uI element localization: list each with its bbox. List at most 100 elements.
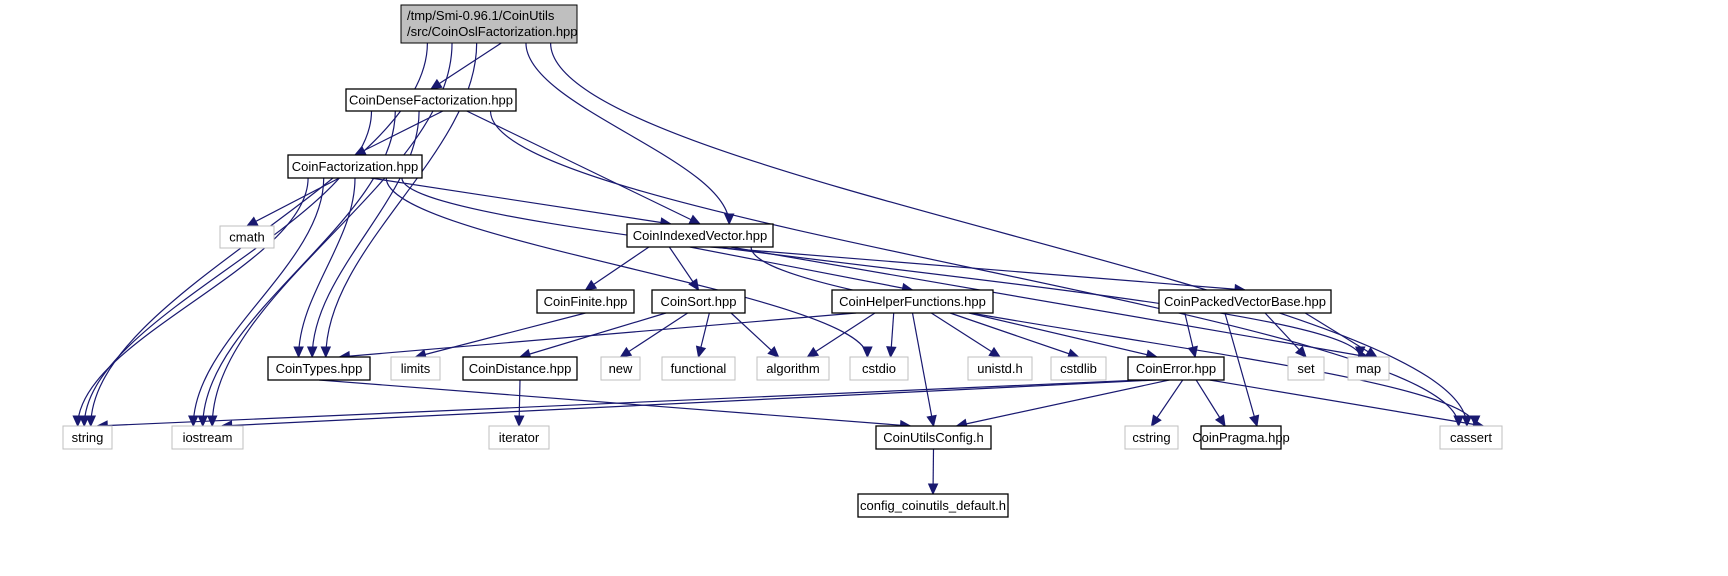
root-label-line-1: /tmp/Smi-0.96.1/CoinUtils <box>407 8 555 23</box>
node-cmath[interactable]: cmath <box>219 225 275 249</box>
node-box[interactable] <box>1050 356 1107 381</box>
node-config[interactable]: CoinUtilsConfig.h <box>875 425 992 450</box>
node-box[interactable] <box>462 356 578 381</box>
node-types[interactable]: CoinTypes.hpp <box>267 356 371 381</box>
node-limits[interactable]: limits <box>390 356 441 381</box>
node-box[interactable] <box>831 289 994 314</box>
node-set[interactable]: set <box>1287 356 1325 381</box>
node-label: CoinDenseFactorization.hpp <box>349 93 513 108</box>
node-box[interactable] <box>661 356 736 381</box>
node-box[interactable] <box>390 356 441 381</box>
node-box[interactable] <box>536 289 635 314</box>
node-box[interactable] <box>488 425 550 450</box>
arrowhead-icon <box>1249 414 1260 428</box>
node-iostream[interactable]: iostream <box>171 425 244 450</box>
node-box[interactable] <box>62 425 113 450</box>
node-cassert[interactable]: cassert <box>1439 425 1503 450</box>
node-box[interactable] <box>171 425 244 450</box>
node-box[interactable] <box>1124 425 1179 450</box>
node-label: limits <box>401 361 431 376</box>
root-node[interactable]: /tmp/Smi-0.96.1/CoinUtils /src/CoinOslFa… <box>400 4 578 44</box>
node-cstring[interactable]: cstring <box>1124 425 1179 450</box>
edge-helper-to-algorithm <box>807 312 876 358</box>
node-label: CoinPragma.hpp <box>1192 430 1290 445</box>
node-box[interactable] <box>219 225 275 249</box>
node-box[interactable] <box>1127 356 1225 381</box>
edge-sort-to-new <box>620 312 688 358</box>
node-label: algorithm <box>766 361 819 376</box>
arrowhead-icon <box>513 415 525 428</box>
edge-error-to-iostream <box>221 379 1156 427</box>
node-label: CoinSort.hpp <box>661 294 737 309</box>
node-helper[interactable]: CoinHelperFunctions.hpp <box>831 289 994 314</box>
node-label: cstdlib <box>1060 361 1097 376</box>
node-label: functional <box>671 361 727 376</box>
node-box[interactable] <box>756 356 830 381</box>
node-box[interactable] <box>1439 425 1503 450</box>
node-label: CoinDistance.hpp <box>469 361 572 376</box>
edge-sort-to-algorithm <box>730 312 780 358</box>
node-dense[interactable]: CoinDenseFactorization.hpp <box>345 88 517 112</box>
arrowhead-icon <box>1214 414 1226 428</box>
node-label: iterator <box>499 430 540 445</box>
edge-error-to-config <box>956 379 1170 427</box>
arrowhead-icon <box>72 415 83 428</box>
node-map[interactable]: map <box>1347 356 1390 381</box>
edge-indexed-to-cassert <box>750 246 1476 427</box>
arrowhead-icon <box>1294 345 1307 358</box>
node-algorithm[interactable]: algorithm <box>756 356 830 381</box>
edge-indexed-to-packed <box>710 246 1246 291</box>
node-finite[interactable]: CoinFinite.hpp <box>536 289 635 314</box>
node-label: string <box>72 430 104 445</box>
node-distance[interactable]: CoinDistance.hpp <box>462 356 578 381</box>
node-label: cassert <box>1450 430 1492 445</box>
edge-indexed-to-map <box>730 246 1369 358</box>
arrowhead-icon <box>1364 347 1378 358</box>
arrowhead-icon <box>1150 414 1162 428</box>
node-iterator[interactable]: iterator <box>488 425 550 450</box>
edge-indexed-to-helper <box>689 246 913 291</box>
node-label: unistd.h <box>977 361 1023 376</box>
arrowhead-icon <box>245 216 259 227</box>
edge-fact-to-string <box>77 177 309 427</box>
node-cstdlib[interactable]: cstdlib <box>1050 356 1107 381</box>
arrowhead-icon <box>988 346 1002 358</box>
node-fact[interactable]: CoinFactorization.hpp <box>287 154 423 179</box>
node-box[interactable] <box>875 425 992 450</box>
node-configdef[interactable]: config_coinutils_default.h <box>857 493 1009 518</box>
node-box[interactable] <box>849 356 909 381</box>
edge-root-to-cassert <box>550 42 1468 427</box>
node-box[interactable] <box>651 289 746 314</box>
node-pragma[interactable]: CoinPragma.hpp <box>1192 425 1290 450</box>
node-box[interactable] <box>600 356 641 381</box>
node-box[interactable] <box>857 493 1009 518</box>
edge-root-to-indexed <box>525 42 730 225</box>
node-new[interactable]: new <box>600 356 641 381</box>
edge-root-to-types <box>325 42 478 358</box>
node-box[interactable] <box>1287 356 1325 381</box>
node-label: CoinFinite.hpp <box>544 294 628 309</box>
node-label: CoinTypes.hpp <box>276 361 363 376</box>
node-label: config_coinutils_default.h <box>860 498 1006 513</box>
node-error[interactable]: CoinError.hpp <box>1127 356 1225 381</box>
node-unistd[interactable]: unistd.h <box>967 356 1033 381</box>
node-box[interactable] <box>626 223 774 248</box>
node-sort[interactable]: CoinSort.hpp <box>651 289 746 314</box>
arrowhead-icon <box>806 346 820 358</box>
node-cstdio[interactable]: cstdio <box>849 356 909 381</box>
node-box[interactable] <box>345 88 517 112</box>
root-node-box[interactable] <box>400 4 578 44</box>
node-box[interactable] <box>267 356 371 381</box>
nodes-layer: /tmp/Smi-0.96.1/CoinUtils /src/CoinOslFa… <box>62 4 1503 518</box>
node-string[interactable]: string <box>62 425 113 450</box>
node-box[interactable] <box>967 356 1033 381</box>
node-box[interactable] <box>1347 356 1390 381</box>
node-box[interactable] <box>1158 289 1332 314</box>
node-packed[interactable]: CoinPackedVectorBase.hpp <box>1158 289 1332 314</box>
node-box[interactable] <box>1200 425 1282 450</box>
node-functional[interactable]: functional <box>661 356 736 381</box>
node-indexed[interactable]: CoinIndexedVector.hpp <box>626 223 774 248</box>
node-box[interactable] <box>287 154 423 179</box>
arrowhead-icon <box>1187 345 1198 359</box>
